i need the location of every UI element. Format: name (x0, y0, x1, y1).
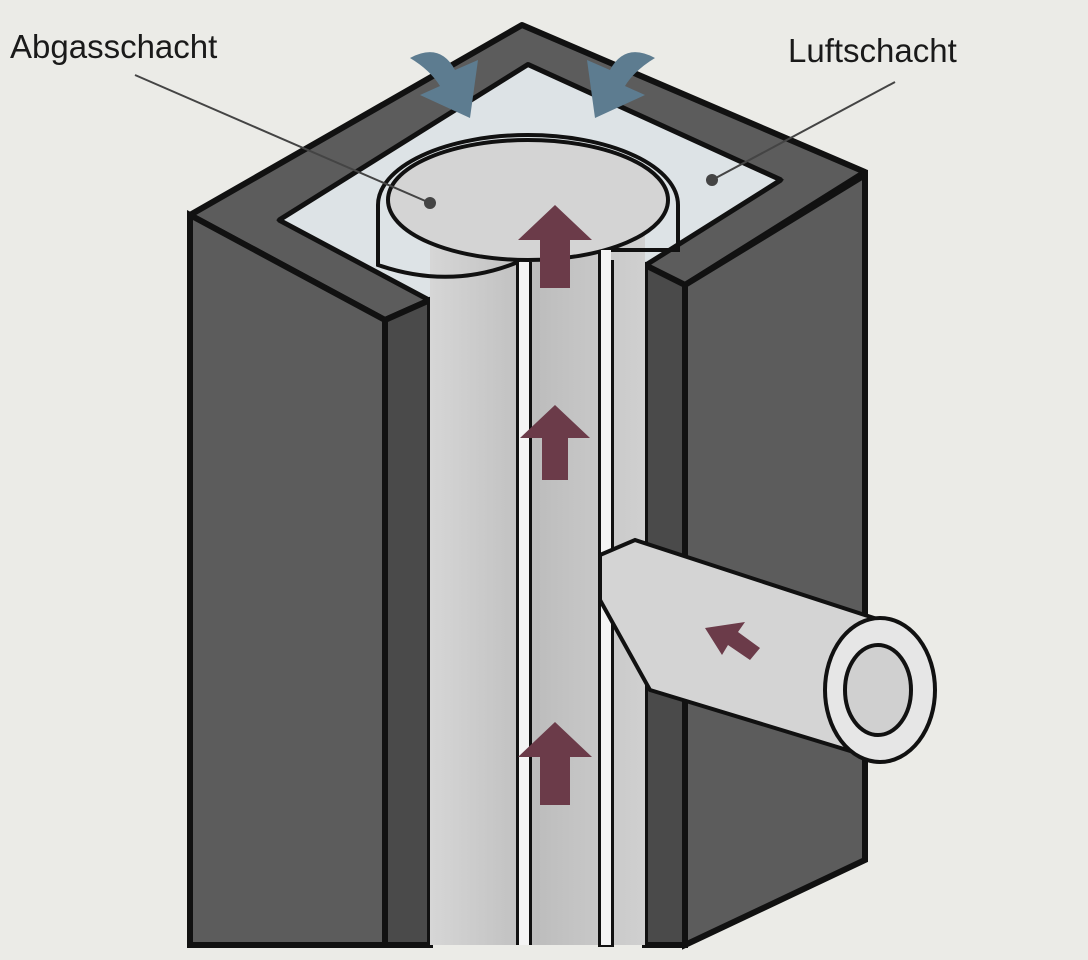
left-outer-wall (187, 209, 388, 948)
fresh-air-inflow-arrow-icon (410, 52, 655, 118)
exhaust-pipe-opening (386, 138, 670, 262)
right-outer-wall (682, 169, 868, 950)
left-wall-front (382, 295, 433, 948)
exhaust-shaft-label: Abgasschacht (10, 28, 218, 65)
air-shaft-label: Luftschacht (788, 32, 957, 69)
exhaust-flow-arrow-icon (518, 205, 760, 805)
